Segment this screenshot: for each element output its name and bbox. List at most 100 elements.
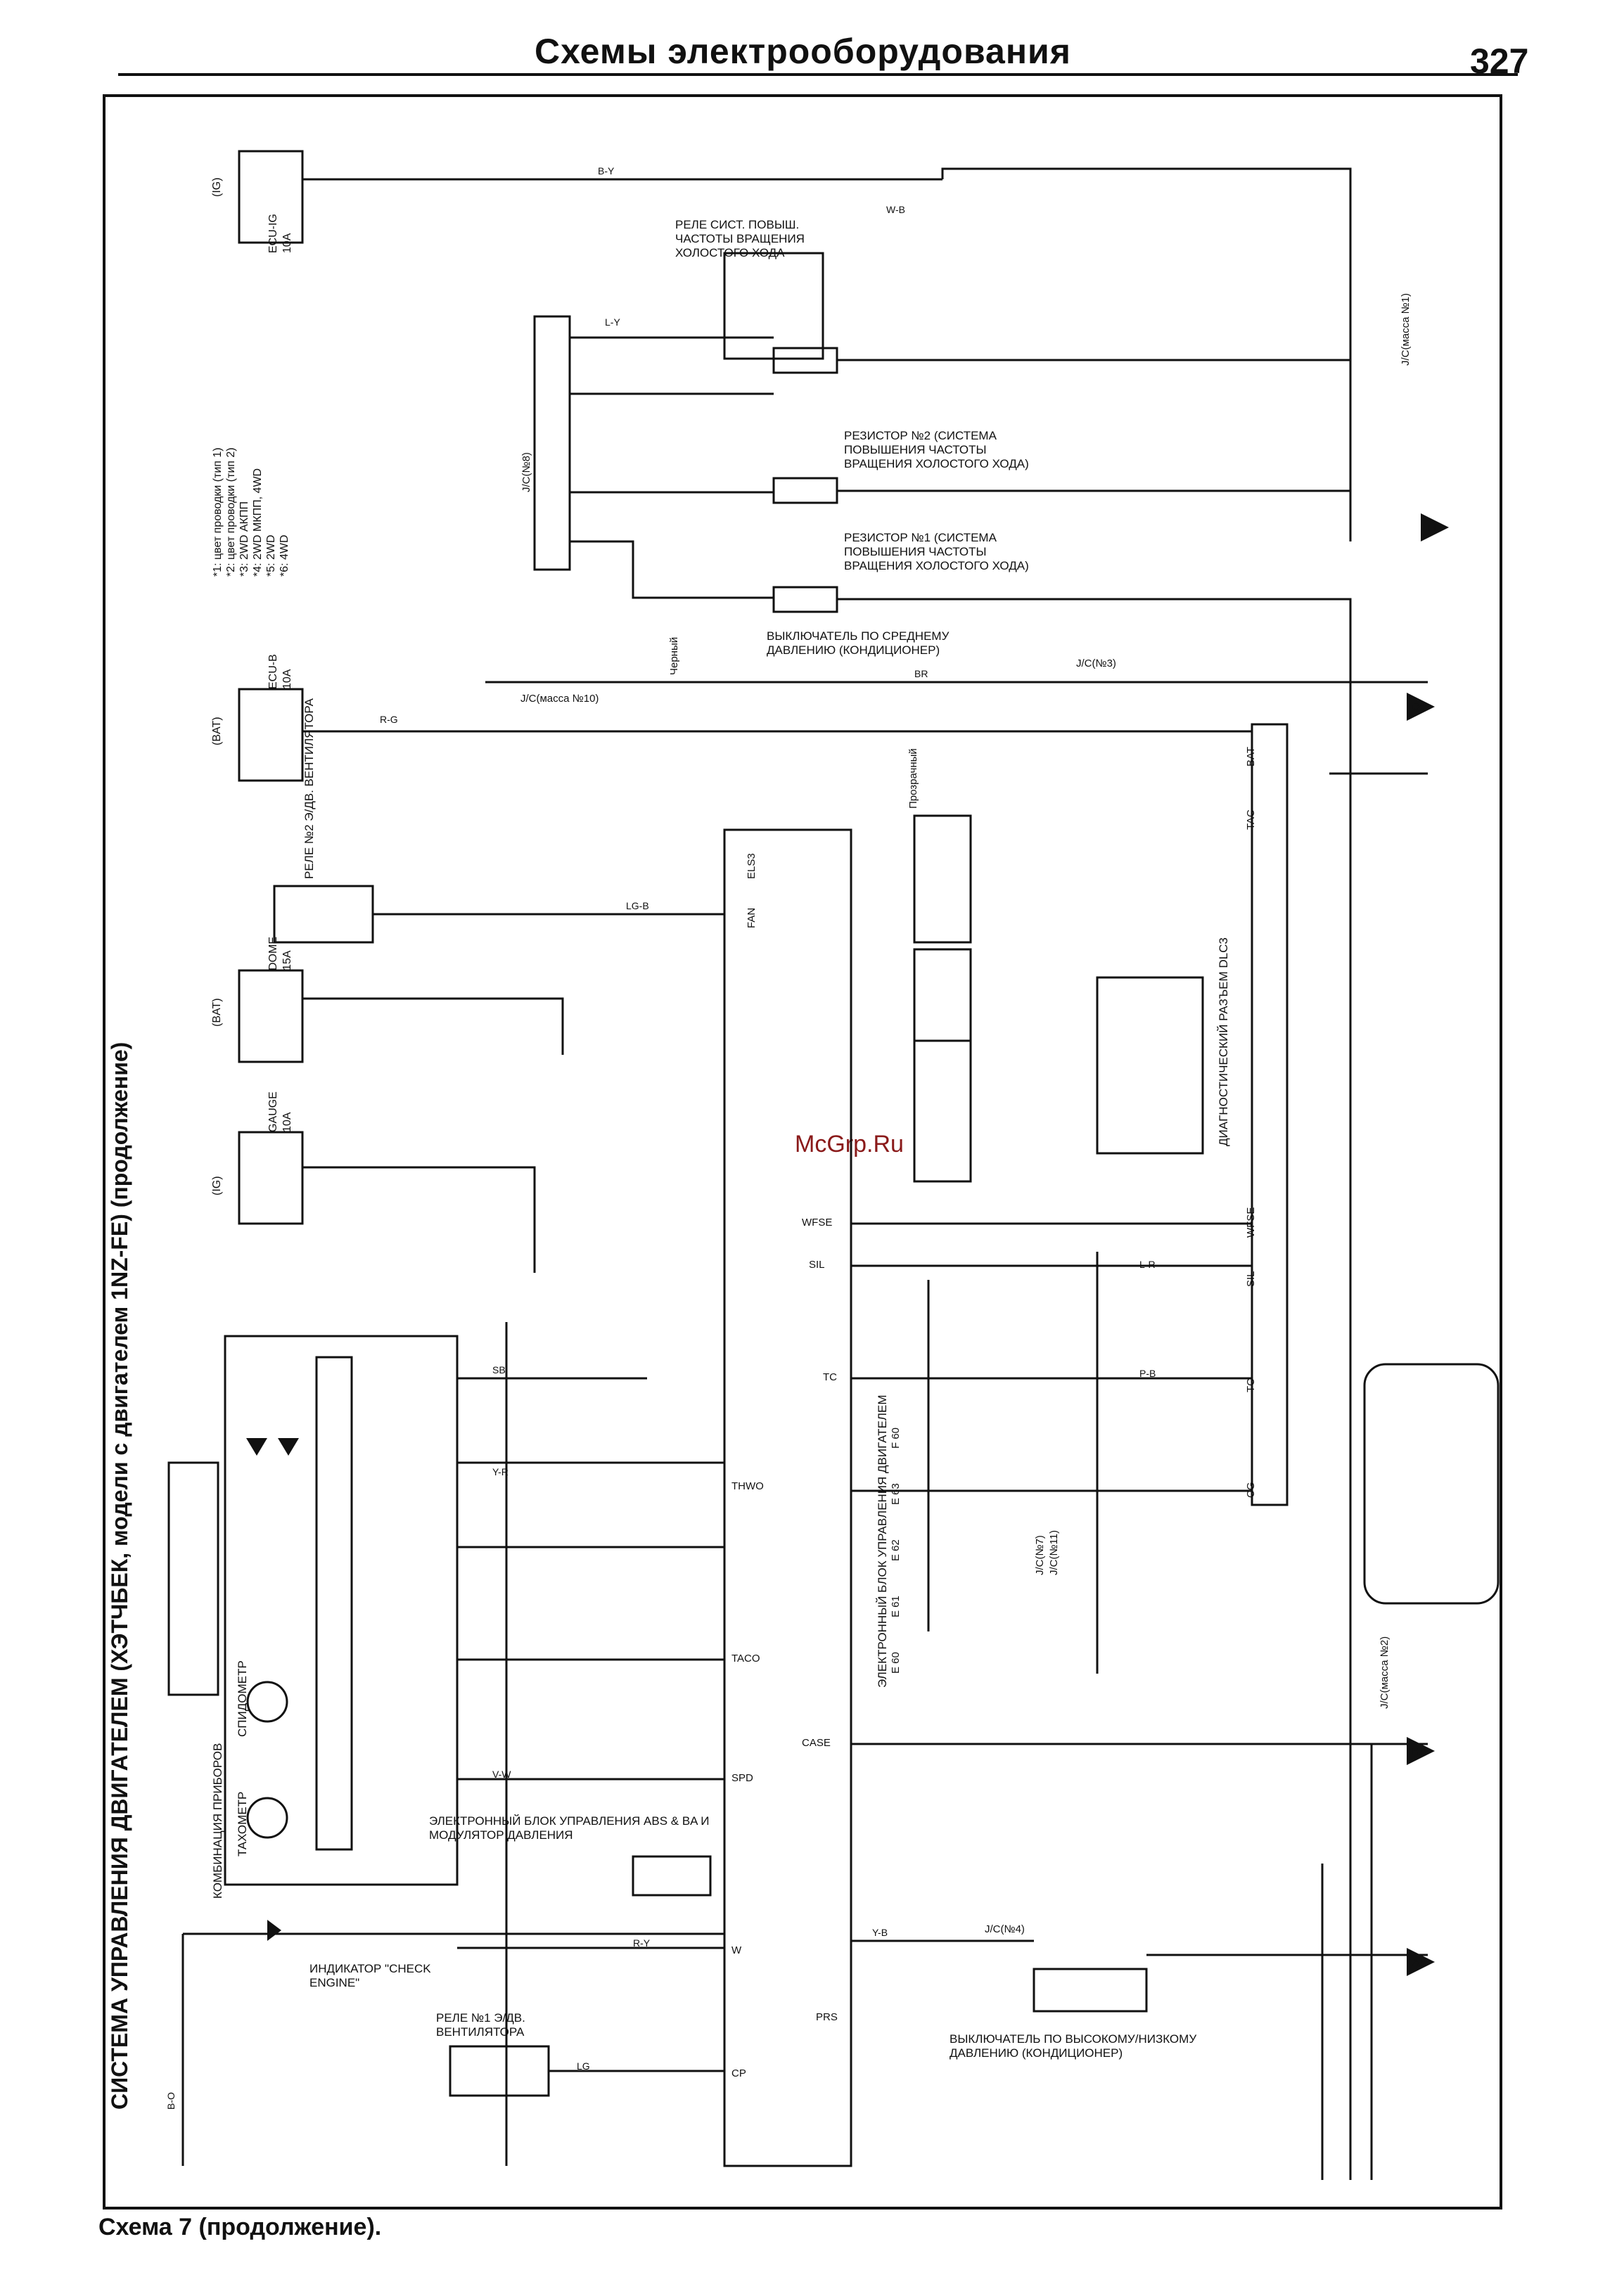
switch-medium-label: ВЫКЛЮЧАТЕЛЬ ПО СРЕДНЕМУ ДАВЛЕНИЮ (КОНДИЦ… bbox=[767, 629, 950, 657]
jc-label: J/C(№8) bbox=[520, 452, 532, 492]
dlc3-pin: SIL bbox=[1245, 1271, 1257, 1287]
connector-note: Прозрачный bbox=[907, 748, 919, 809]
wire-code: LG-B bbox=[626, 900, 649, 911]
jc-label: J/C(№7) bbox=[1034, 1535, 1046, 1575]
fuse-ecu-b-name: ECU-B bbox=[267, 654, 279, 689]
jc-label: J/C(№4) bbox=[985, 1923, 1025, 1935]
legend-item: *3: 2WD АКПП bbox=[238, 501, 250, 577]
tachometer-label: ТАХОМЕТР bbox=[236, 1791, 249, 1856]
tachometer-gauge bbox=[246, 1797, 288, 1839]
page-header-title: Схемы электрооборудования bbox=[535, 32, 1071, 71]
abs-label: ЭЛЕКТРОННЫЙ БЛОК УПРАВЛЕНИЯ ABS & BA И М… bbox=[429, 1814, 710, 1842]
resistor1-label: РЕЗИСТОР №1 (СИСТЕМА ПОВЫШЕНИЯ ЧАСТОТЫ В… bbox=[844, 531, 1029, 572]
abs-block bbox=[632, 1855, 712, 1897]
fuse-dome-rating: 15A bbox=[281, 950, 293, 970]
dlc3-pin: WFSE bbox=[1245, 1207, 1257, 1238]
diode-left bbox=[246, 1438, 267, 1456]
fuse-gauge-rating: 10A bbox=[281, 1112, 293, 1132]
switch-high-low-label: ВЫКЛЮЧАТЕЛЬ ПО ВЫСОКОМУ/НИЗКОМУ ДАВЛЕНИЮ… bbox=[950, 2032, 1197, 2060]
resistor2-label: РЕЗИСТОР №2 (СИСТЕМА ПОВЫШЕНИЯ ЧАСТОТЫ В… bbox=[844, 429, 1029, 470]
check-engine-led bbox=[267, 1920, 281, 1941]
jc8-block bbox=[533, 315, 571, 571]
dlc3-block bbox=[1251, 723, 1289, 1506]
ground-label-cg: CG bbox=[1412, 701, 1427, 712]
fan-relay2-body bbox=[273, 885, 374, 944]
connector-e63 bbox=[913, 948, 972, 1042]
check-engine-label: ИНДИКАТОР "CHECK ENGINE" bbox=[309, 1962, 431, 1989]
connector-e60 bbox=[913, 814, 972, 944]
ground-ha bbox=[1407, 1737, 1435, 1765]
ecu-pin: SPD bbox=[731, 1772, 753, 1784]
wire-code: B-Y bbox=[598, 165, 615, 177]
connector-e62 bbox=[913, 1039, 972, 1183]
watermark: McGrp.Ru bbox=[795, 1131, 904, 1157]
wire-code: W-B bbox=[886, 204, 905, 215]
legend-item: *4: 2WD МКПП, 4WD bbox=[252, 468, 264, 577]
fan-relay2-label: РЕЛЕ №2 Э/ДВ. ВЕНТИЛЯТОРА bbox=[302, 698, 316, 879]
ecu-pin: FAN bbox=[746, 907, 758, 928]
fuse-ecu-ig-name: ECU-IG bbox=[267, 214, 279, 253]
wire-code: BR bbox=[914, 668, 928, 679]
fuse-ecu-ig-source: (IG) bbox=[211, 177, 223, 197]
ecu-pin: THWO bbox=[731, 1480, 764, 1492]
fuse-gauge bbox=[238, 1131, 304, 1225]
ecu-block bbox=[723, 828, 852, 2167]
relay-idle-label: РЕЛЕ СИСТ. ПОВЫШ. ЧАСТОТЫ ВРАЩЕНИЯ ХОЛОС… bbox=[675, 218, 805, 259]
fuse-dome bbox=[238, 969, 304, 1063]
wire-code: V-W bbox=[492, 1769, 511, 1780]
wire-code: SB bbox=[492, 1364, 506, 1375]
ecu-pin: ELS3 bbox=[746, 853, 758, 879]
header-rule bbox=[118, 73, 1518, 76]
fuse-dome-source: (BAT) bbox=[211, 998, 223, 1027]
ecu-mark: E 63 bbox=[890, 1483, 902, 1505]
fuse-ecu-ig bbox=[238, 150, 304, 244]
wire-code: Y-R bbox=[492, 1466, 509, 1477]
connector-a5-sketch bbox=[1363, 1363, 1500, 1605]
dlc3-label: ДИАГНОСТИЧЕСКИЙ РАЗЪЕМ DLC3 bbox=[1217, 937, 1230, 1146]
wire-code: Y-B bbox=[872, 1927, 888, 1938]
legend-item: *5: 2WD bbox=[265, 534, 277, 577]
ground-aa bbox=[1407, 1948, 1435, 1976]
connector-note: Черный bbox=[668, 636, 680, 675]
ground-label-aa: AA bbox=[1412, 1956, 1427, 1968]
ecu-label: ЭЛЕКТРОННЫЙ БЛОК УПРАВЛЕНИЯ ДВИГАТЕЛЕМ bbox=[876, 1394, 889, 1688]
ecu-pin: CASE bbox=[802, 1737, 831, 1749]
wire-code: R-Y bbox=[633, 1937, 651, 1949]
wire-code: P-B bbox=[1139, 1368, 1156, 1379]
dlc3-pin: TAC bbox=[1245, 809, 1257, 830]
jc-label: J/C(масса №1) bbox=[1400, 293, 1412, 366]
switch-high-low-body bbox=[1033, 1968, 1148, 2013]
fuse-gauge-source: (IG) bbox=[211, 1176, 223, 1195]
fan-relay1-label: РЕЛЕ №1 Э/ДВ. ВЕНТИЛЯТОРА bbox=[436, 2011, 525, 2039]
legend-block: *1: цвет проводки (тип 1) *2: цвет прово… bbox=[211, 447, 291, 577]
resistor2-body bbox=[772, 347, 838, 374]
speedometer-gauge bbox=[246, 1681, 288, 1723]
speedometer-label: СПИДОМЕТР bbox=[236, 1660, 249, 1737]
dlc3-pin: BAT bbox=[1245, 746, 1257, 767]
ground-label-ha: HA bbox=[1412, 1745, 1427, 1757]
ecu-pin: W bbox=[731, 1944, 742, 1956]
ecu-pin: WFSE bbox=[802, 1217, 833, 1229]
ground-label-fl: FL bbox=[1428, 522, 1440, 533]
fuse-ecu-b-source: (BAT) bbox=[211, 717, 223, 745]
wire-code: LG bbox=[577, 2060, 590, 2072]
ecu-pin: TACO bbox=[731, 1653, 760, 1665]
diagram-frame bbox=[103, 94, 1502, 2210]
fuse-gauge-name: GAUGE bbox=[267, 1091, 279, 1132]
diode-right bbox=[278, 1438, 299, 1456]
switch-medium-body bbox=[772, 586, 838, 613]
dlc3-pin: TC bbox=[1245, 1378, 1257, 1392]
ground-cg bbox=[1407, 693, 1435, 721]
ecu-mark: F 60 bbox=[890, 1427, 902, 1449]
wire-code: R-G bbox=[380, 714, 398, 725]
jc-label: J/C(№3) bbox=[1076, 658, 1116, 669]
ecu-pin: CP bbox=[731, 2067, 746, 2079]
ecu-mark: E 62 bbox=[890, 1539, 902, 1561]
connector-dlc3-sketch bbox=[1096, 976, 1204, 1155]
resistor1-body bbox=[772, 477, 838, 504]
legend-item: *2: цвет проводки (тип 2) bbox=[225, 447, 237, 577]
fuse-dome-name: DOME bbox=[267, 937, 279, 970]
instrument-cluster-label: КОМБИНАЦИЯ ПРИБОРОВ bbox=[211, 1743, 224, 1899]
jc-label: J/C(масса №10) bbox=[520, 693, 599, 705]
